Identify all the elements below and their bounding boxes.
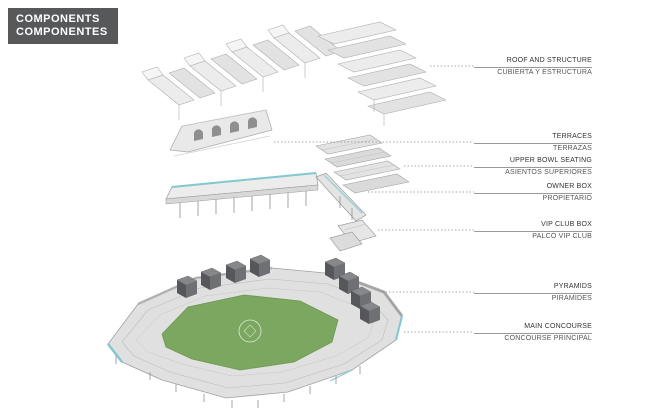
label-es: PALCO VIP CLUB [532, 233, 592, 240]
label-divider [474, 142, 592, 144]
title-components-en: COMPONENTS [16, 13, 100, 25]
label-divider [474, 166, 592, 168]
label-en: ROOF AND STRUCTURE [506, 57, 592, 64]
infield-marking [238, 319, 262, 343]
terraces-drawing [169, 109, 273, 157]
label-divider [474, 192, 592, 194]
label-en: TERRACES [552, 133, 592, 140]
label-es: CUBIERTA Y ESTRUCTURA [497, 69, 592, 76]
playing-field [161, 294, 339, 371]
label-en: UPPER BOWL SEATING [509, 157, 592, 164]
label-es: PROPIETARIO [542, 195, 592, 202]
vip-club-drawing [329, 219, 377, 252]
label-terraces: TERRACES TERRAZAS [474, 133, 592, 153]
label-roof-and-structure: ROOF AND STRUCTURE CUBIERTA Y ESTRUCTURA [474, 57, 592, 77]
label-main-concourse: MAIN CONCOURSE CONCOURSE PRINCIPAL [474, 323, 592, 343]
label-upper-bowl-seating: UPPER BOWL SEATING ASIENTOS SUPERIORES [474, 157, 592, 177]
roof-structure-drawing [141, 21, 447, 126]
label-divider [474, 66, 592, 68]
label-divider [474, 332, 592, 334]
upper-bowl-drawing [315, 134, 410, 194]
label-en: MAIN CONCOURSE [524, 323, 592, 330]
label-es: CONCOURSE PRINCIPAL [504, 335, 592, 342]
title-block: COMPONENTS COMPONENTES [8, 8, 118, 44]
label-divider [474, 292, 592, 294]
label-es: TERRAZAS [553, 145, 592, 152]
owner-box-drawing [165, 172, 367, 222]
label-es: PIRAMIDES [551, 295, 592, 302]
label-divider [474, 230, 592, 232]
label-es: ASIENTOS SUPERIORES [505, 169, 592, 176]
title-components-es: COMPONENTES [16, 26, 108, 38]
leader-lines [274, 65, 474, 333]
label-en: VIP CLUB BOX [541, 221, 592, 228]
label-pyramids: PYRAMIDS PIRAMIDES [474, 283, 592, 303]
label-en: OWNER BOX [546, 183, 592, 190]
label-en: PYRAMIDS [553, 283, 592, 290]
main-concourse-drawing [107, 266, 404, 408]
label-owner-box: OWNER BOX PROPIETARIO [474, 183, 592, 203]
label-vip-club-box: VIP CLUB BOX PALCO VIP CLUB [474, 221, 592, 241]
